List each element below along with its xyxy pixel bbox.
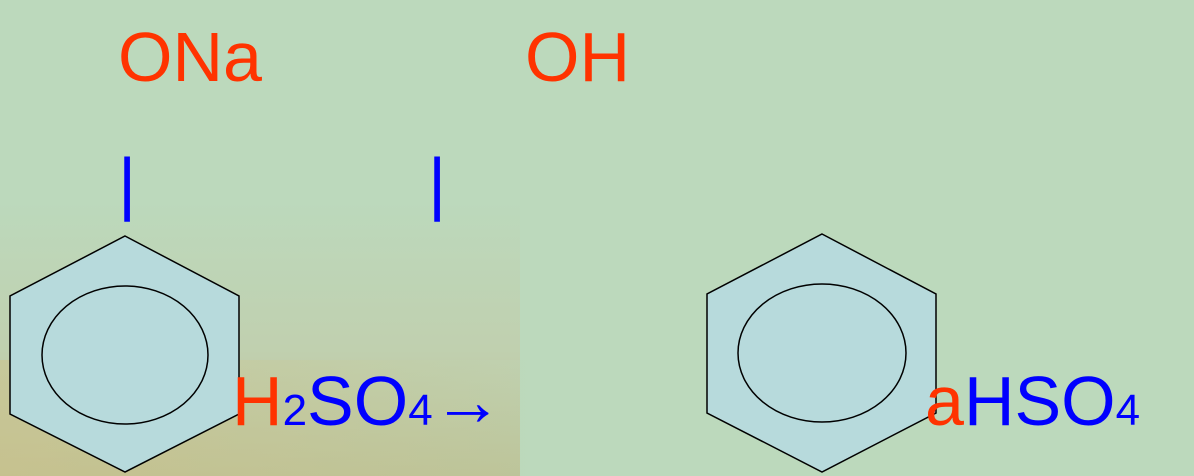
reaction-arrow: → — [432, 362, 503, 440]
product-hso: HSO — [963, 362, 1116, 440]
reagent-so: SO — [307, 362, 409, 440]
bond-right: | — [428, 144, 447, 222]
reagent-formula: H2SO4→ — [232, 366, 503, 436]
ona-group-label: ONa — [118, 18, 262, 96]
reagent-h: H — [232, 362, 283, 440]
oh-group-label: OH — [525, 18, 630, 96]
product-na-tail: a — [925, 362, 964, 440]
reagent-so-subscript: 4 — [408, 386, 433, 435]
benzene-ring-right — [706, 233, 937, 473]
reagent-h-subscript: 2 — [282, 386, 308, 435]
product-salt-formula: aHSO4 — [925, 366, 1140, 436]
product-hso-subscript: 4 — [1115, 386, 1141, 435]
benzene-ring-left — [9, 235, 240, 473]
bond-left: | — [118, 144, 137, 222]
aromatic-circle-right — [737, 283, 907, 423]
aromatic-circle-left — [41, 285, 209, 425]
